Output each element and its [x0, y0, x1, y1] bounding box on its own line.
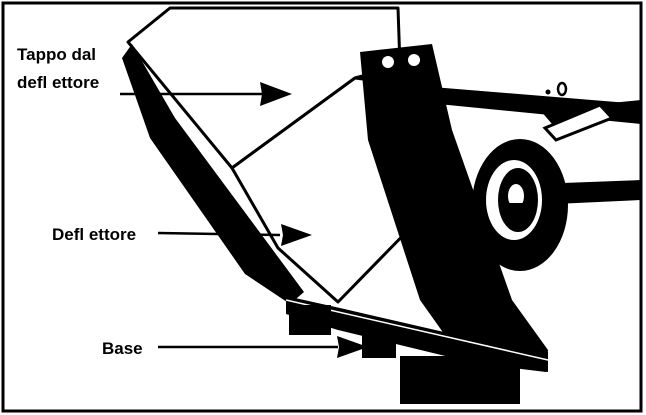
wheel [472, 139, 568, 271]
arrow-deflector-cap [120, 82, 292, 106]
left-arm [122, 44, 304, 304]
arrow-deflector [157, 224, 312, 246]
label-deflector-cap-line1: Tappo dal [17, 45, 96, 64]
bracket-hole [408, 54, 420, 66]
label-deflector-cap-line2: defl ettore [17, 73, 99, 92]
arrow-base [158, 336, 368, 358]
right-arm [360, 44, 548, 372]
label-deflector: Defl ettore [52, 225, 136, 244]
base [285, 296, 549, 404]
bracket-hole [382, 56, 394, 68]
label-base: Base [102, 339, 143, 358]
hook [545, 81, 568, 97]
